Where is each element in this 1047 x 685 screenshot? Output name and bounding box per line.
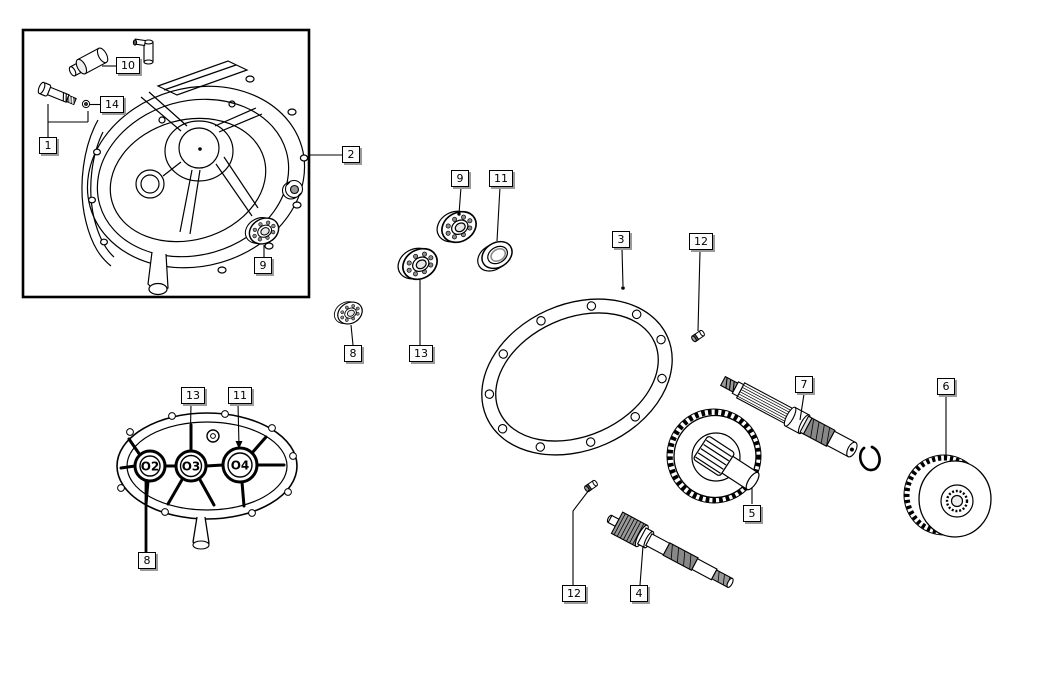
gear-5: [666, 408, 762, 504]
case-bore-marking-o4: O4: [231, 459, 250, 473]
gear-6: [903, 454, 992, 538]
callout-8[interactable]: 8: [344, 345, 362, 362]
circlip: [858, 445, 881, 472]
output-shaft-7: [719, 375, 858, 458]
leader-callout-13-case: [189, 403, 192, 453]
gearbox-case-drawing: O2 O3 O4: [116, 410, 298, 550]
gasket-3: [481, 286, 673, 456]
bearing-9-inset: [240, 210, 284, 252]
callout-7[interactable]: 7: [795, 376, 813, 393]
nut-part-14: [81, 99, 91, 109]
leader-callout-9: [458, 186, 462, 215]
leader-callout-12-gasket: [697, 250, 701, 332]
callout-3[interactable]: 3: [612, 231, 630, 248]
callout-12-gasket[interactable]: 12: [689, 233, 713, 250]
small-nut: [281, 179, 304, 200]
leader-callout-7: [799, 393, 805, 421]
callout-5[interactable]: 5: [743, 505, 761, 522]
callout-2[interactable]: 2: [342, 146, 360, 163]
bearing-13: [391, 239, 444, 289]
inset-box-frame: [21, 28, 311, 299]
bearing-9: [430, 202, 483, 252]
case-bore-marking-o2: O2: [141, 460, 160, 474]
gearbox-cover-drawing: [81, 60, 309, 296]
leader-lines: [47, 65, 947, 586]
case-bore-marking-o3: O3: [182, 460, 201, 474]
leader-callout-1: [47, 104, 89, 137]
callout-1[interactable]: 1: [39, 137, 57, 154]
oil-seal-11: [477, 240, 513, 272]
callout-13[interactable]: 13: [409, 345, 433, 362]
leader-callout-3: [621, 248, 624, 287]
callout-14[interactable]: 14: [100, 96, 124, 113]
callout-11[interactable]: 11: [489, 170, 513, 187]
input-shaft-4: [606, 511, 734, 589]
callout-8-case[interactable]: 8: [138, 552, 156, 569]
callout-4[interactable]: 4: [630, 585, 648, 602]
leader-callout-11-case: [237, 403, 240, 447]
leader-callout-11: [496, 186, 501, 242]
callout-6[interactable]: 6: [937, 378, 955, 395]
callout-9-inset[interactable]: 9: [254, 257, 272, 274]
callout-9[interactable]: 9: [451, 170, 469, 187]
leader-callout-8: [350, 324, 354, 346]
bolt-part-1: [37, 81, 77, 106]
leader-callout-12-shaft: [572, 489, 590, 585]
bearing-8: [329, 295, 367, 331]
dowel-pin-12-shaft: [583, 479, 599, 493]
callout-11-case[interactable]: 11: [228, 387, 252, 404]
callout-10[interactable]: 10: [116, 57, 140, 74]
bushing-part-10: [68, 47, 109, 77]
callout-12-shaft[interactable]: 12: [562, 585, 586, 602]
leader-callout-4: [639, 545, 644, 586]
dowel-pin-12-gasket: [690, 329, 706, 343]
callout-13-case[interactable]: 13: [181, 387, 205, 404]
leader-arrow-11-case: [235, 441, 243, 449]
breather-fitting: [132, 38, 154, 65]
